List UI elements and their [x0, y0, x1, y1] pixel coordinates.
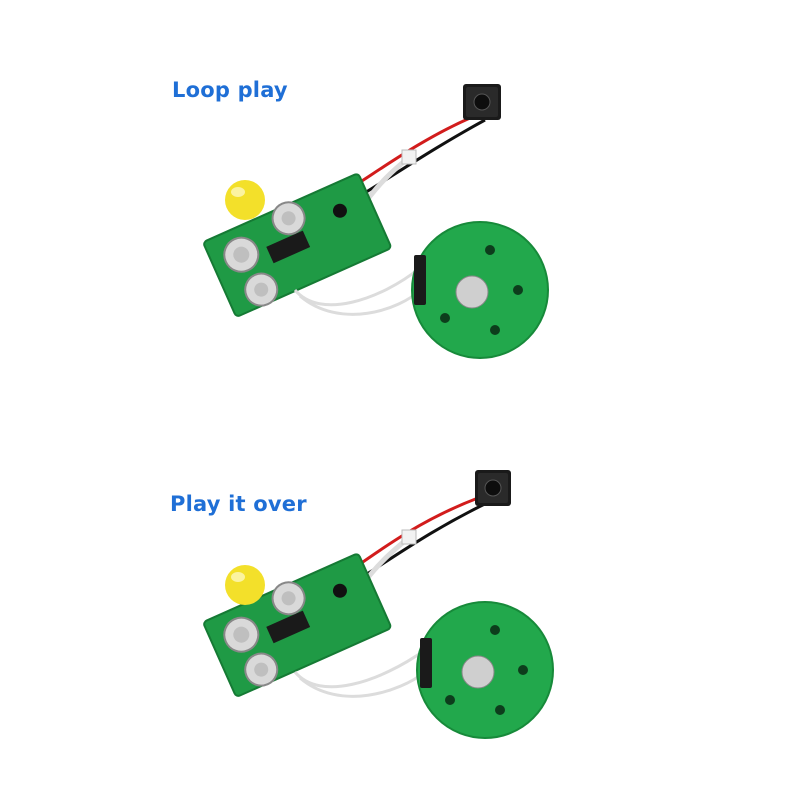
speaker-icon	[416, 601, 554, 739]
pcb-board	[203, 553, 392, 697]
caption-play-it-over: Play it over	[170, 492, 307, 516]
chip-icon	[266, 230, 311, 264]
sound-module-image	[203, 470, 554, 739]
caption-loop-play: Loop play	[172, 78, 288, 102]
panel-loop-play: Loop play	[0, 0, 800, 400]
microphone-icon	[332, 203, 347, 218]
push-button-icon	[475, 470, 511, 506]
panel-play-it-over: Play it over	[0, 410, 800, 810]
led-icon	[225, 180, 265, 220]
microphone-icon	[332, 583, 347, 598]
chip-icon	[266, 610, 311, 644]
sound-module-image	[203, 84, 549, 359]
led-icon	[225, 565, 265, 605]
speaker-icon	[411, 221, 549, 359]
pcb-board	[203, 173, 392, 317]
push-button-icon	[463, 84, 501, 120]
